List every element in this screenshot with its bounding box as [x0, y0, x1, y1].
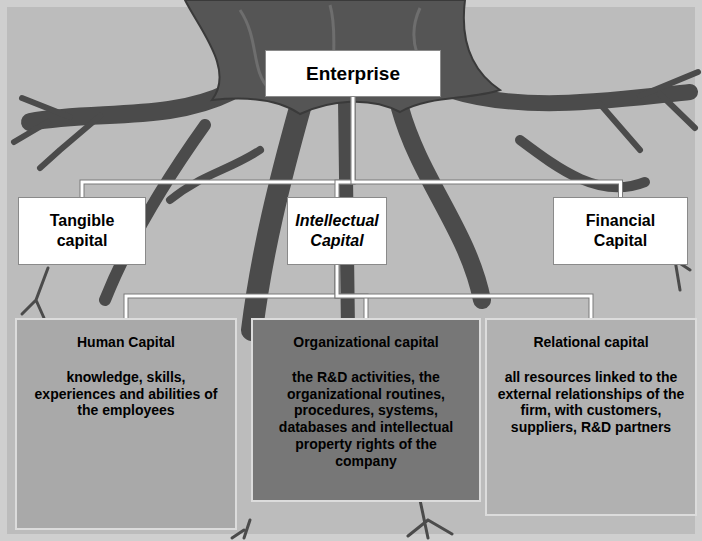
connector-stroke: [126, 265, 337, 318]
connector-line: [126, 265, 337, 318]
component-box: Human Capital knowledge, skills, experien…: [15, 318, 237, 530]
connector-outline: [337, 265, 591, 318]
heading-text: Financial Capital: [562, 211, 679, 251]
connector-line: [337, 265, 591, 318]
connector-line: [337, 265, 366, 318]
capital-box: Tangible capital: [18, 197, 146, 265]
capital-box: Financial Capital: [553, 197, 688, 265]
heading-text: Relational capital: [533, 334, 648, 351]
connector-line: [353, 97, 621, 197]
connector-outline: [126, 265, 337, 318]
root-box: Enterprise: [265, 50, 441, 97]
connector-line: [82, 97, 353, 197]
connector-stroke: [337, 265, 366, 318]
heading-text: Tangible capital: [27, 211, 137, 251]
roots: [14, 72, 698, 538]
heading-text: Enterprise: [306, 62, 400, 86]
description-text: the R&D activities, the organizational r…: [263, 369, 469, 470]
heading-text: Intellectual Capital: [295, 211, 379, 251]
connector-stroke: [82, 97, 353, 197]
connector-outline: [82, 97, 353, 197]
connector-stroke: [337, 265, 591, 318]
description-text: knowledge, skills, experiences and abili…: [27, 369, 225, 419]
connector-outline: [353, 97, 621, 197]
heading-text: Organizational capital: [293, 334, 438, 351]
connector-stroke: [353, 97, 621, 197]
component-box: Relational capital all resources linked t…: [485, 318, 697, 516]
capital-box: Intellectual Capital: [287, 197, 387, 265]
heading-text: Human Capital: [77, 334, 175, 351]
component-box: Organizational capital the R&D activities…: [251, 318, 481, 502]
description-text: all resources linked to the external rel…: [497, 369, 685, 436]
connector-outline: [337, 265, 366, 318]
tree-stump: [185, 0, 500, 114]
